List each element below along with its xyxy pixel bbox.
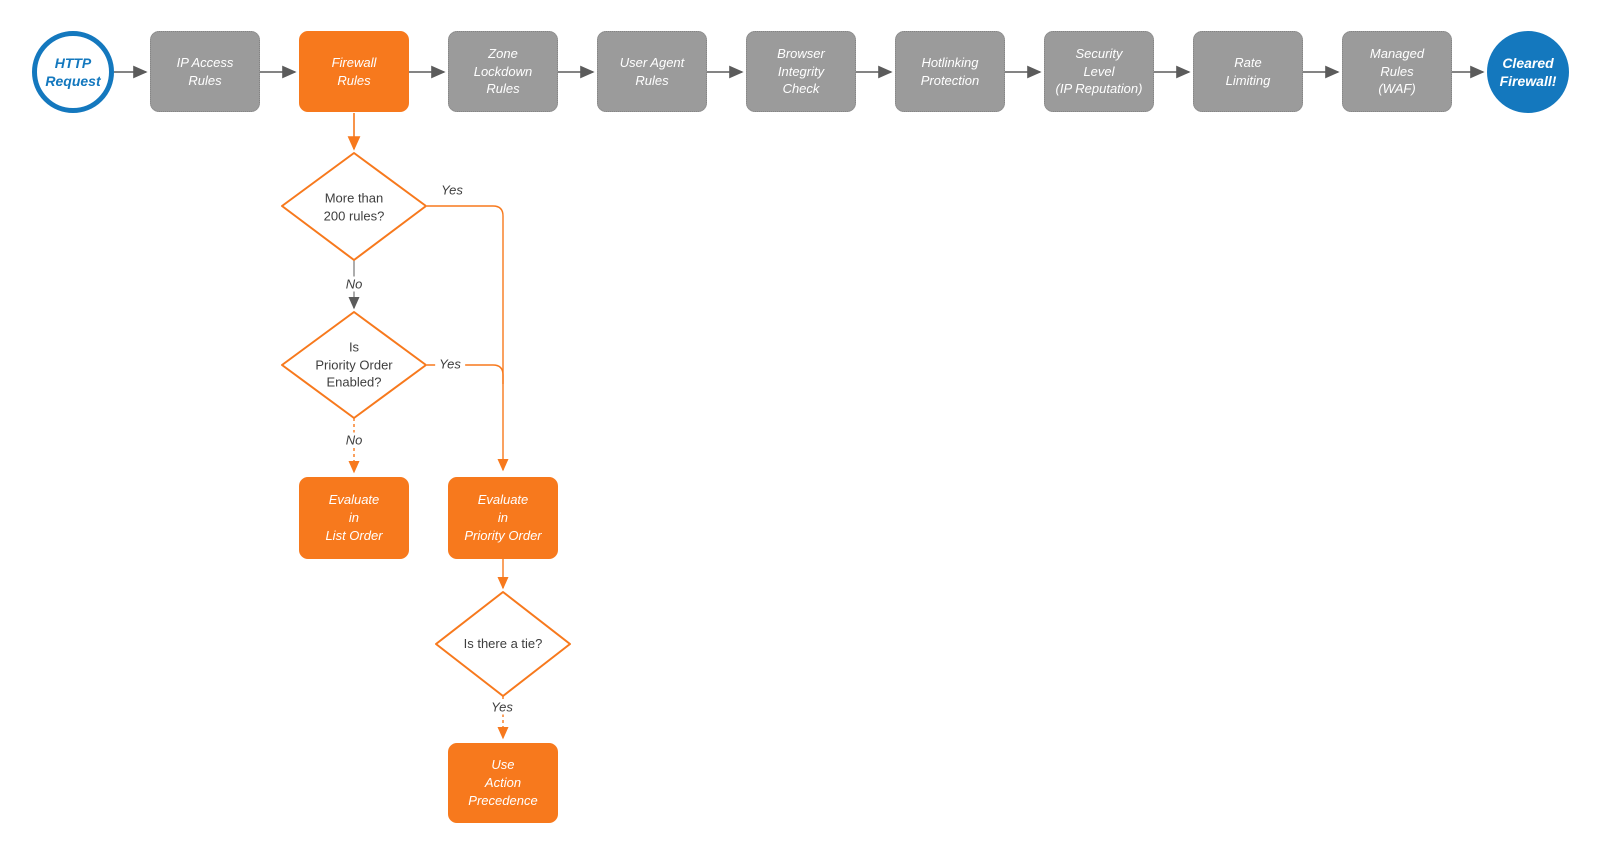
edge-d1-yes [427,205,509,472]
pipeline-node-security-level: Security Level (IP Reputation) [1044,31,1154,112]
edge-label-d2-no: No [341,432,367,448]
decision-label-more-than-200-rules: More than 200 rules? [323,190,385,223]
pipeline-node-user-agent-rules: User Agent Rules [597,31,707,112]
edge-d2-yes [427,364,504,384]
end-node-cleared-firewall: Cleared Firewall! [1487,31,1569,113]
pipeline-node-browser-integrity-check: Browser Integrity Check [746,31,856,112]
action-node-evaluate-in-list-order: Evaluate in List Order [299,477,409,559]
pipeline-node-firewall-rules: Firewall Rules [299,31,409,112]
pipeline-node-ip-access-rules: IP Access Rules [150,31,260,112]
decision-diamond-3 [435,591,571,697]
start-node-http-request: HTTP Request [32,31,114,113]
edge-label-d1-no: No [341,276,367,292]
pipeline-node-rate-limiting: Rate Limiting [1193,31,1303,112]
decision-diamonds [281,152,571,697]
action-node-evaluate-in-priority-order: Evaluate in Priority Order [448,477,558,559]
pipeline-node-zone-lockdown-rules: Zone Lockdown Rules [448,31,558,112]
edge-label-d1-yes: Yes [437,182,467,198]
pipeline-node-hotlinking-protection: Hotlinking Protection [895,31,1005,112]
action-node-use-action-precedence: Use Action Precedence [448,743,558,823]
decision-label-is-there-a-tie: Is there a tie? [463,636,543,652]
edge-label-d3-yes: Yes [487,699,517,715]
edge-label-d2-yes: Yes [435,356,465,372]
decision-diamond-1 [281,152,427,261]
pipeline-node-managed-rules-waf: Managed Rules (WAF) [1342,31,1452,112]
decision-diamond-2 [281,311,427,419]
decision-label-priority-order-enabled: Is Priority Order Enabled? [315,339,393,390]
